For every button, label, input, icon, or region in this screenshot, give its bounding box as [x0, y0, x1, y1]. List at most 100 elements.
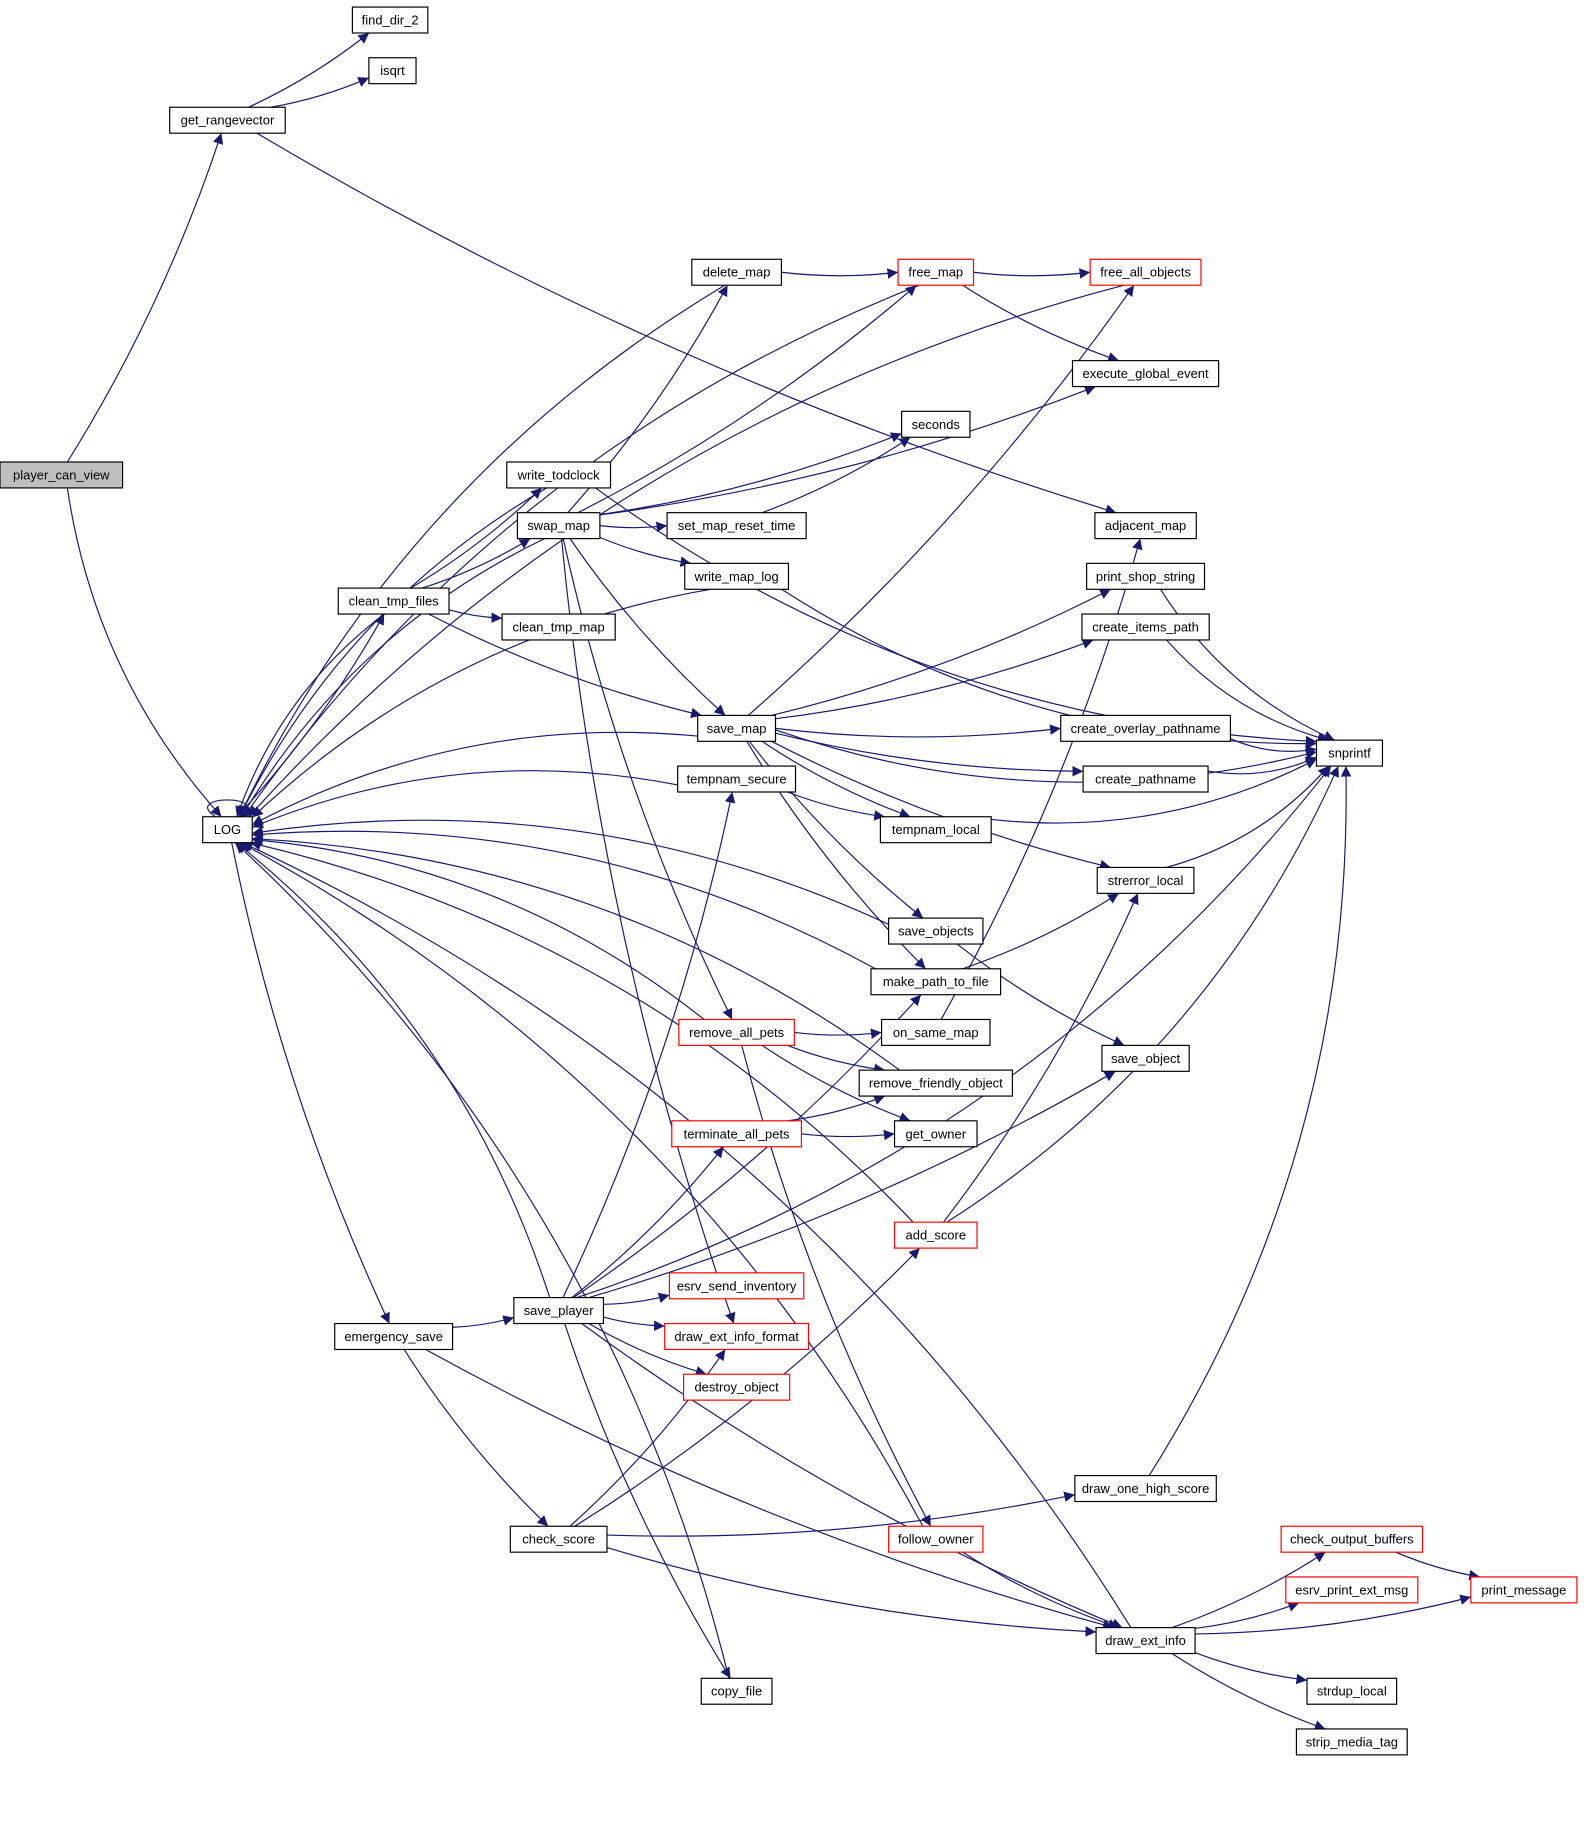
node-write_todclock[interactable]: write_todclock: [506, 461, 612, 489]
node-draw_one_high_score[interactable]: draw_one_high_score: [1074, 1474, 1217, 1503]
node-label: draw_ext_info_format: [674, 1329, 799, 1344]
node-box: [668, 1272, 805, 1300]
node-write_map_log[interactable]: write_map_log: [684, 562, 790, 590]
node-create_pathname[interactable]: create_pathname: [1082, 765, 1209, 793]
node-emergency_save[interactable]: emergency_save: [334, 1322, 454, 1351]
node-box: [1295, 1728, 1408, 1756]
node-label: get_owner: [906, 1126, 967, 1141]
node-add_score[interactable]: add_score: [893, 1221, 978, 1249]
node-box: [1101, 1044, 1190, 1072]
node-terminate_all_pets[interactable]: terminate_all_pets: [671, 1120, 803, 1148]
node-follow_owner[interactable]: follow_owner: [888, 1525, 984, 1553]
node-box: [870, 968, 1002, 996]
node-box: [1306, 1677, 1398, 1705]
node-on_same_map[interactable]: on_same_map: [880, 1018, 991, 1046]
node-remove_friendly_object[interactable]: remove_friendly_object: [858, 1069, 1013, 1097]
node-isqrt[interactable]: isqrt: [368, 57, 417, 85]
node-execute_global_event[interactable]: execute_global_event: [1071, 360, 1220, 388]
node-label: find_dir_2: [362, 13, 419, 28]
node-destroy_object[interactable]: destroy_object: [682, 1373, 791, 1401]
node-set_map_reset_time[interactable]: set_map_reset_time: [666, 512, 807, 540]
node-copy_file[interactable]: copy_file: [700, 1677, 773, 1705]
node-draw_ext_info[interactable]: draw_ext_info: [1095, 1627, 1196, 1655]
edge-remove_all_pets-to-follow_owner: [741, 1045, 932, 1527]
node-get_rangevector[interactable]: get_rangevector: [169, 106, 286, 134]
node-box: [1315, 739, 1384, 767]
node-box: [169, 106, 286, 134]
node-LOG[interactable]: LOG: [202, 816, 253, 844]
edge-terminate_all_pets-to-get_owner: [801, 1129, 895, 1141]
edge-LOG-to-clean_tmp_files: [236, 613, 385, 818]
node-clean_tmp_map[interactable]: clean_tmp_map: [501, 613, 616, 641]
node-seconds[interactable]: seconds: [901, 410, 971, 438]
edge-follow_owner-to-LOG: [240, 842, 924, 1527]
edge-draw_ext_info-to-strip_media_tag: [1171, 1653, 1326, 1731]
node-tempnam_secure[interactable]: tempnam_secure: [677, 765, 797, 793]
node-check_score[interactable]: check_score: [509, 1525, 608, 1553]
node-box: [888, 1525, 984, 1553]
node-esrv_print_ext_msg[interactable]: esrv_print_ext_msg: [1285, 1576, 1419, 1604]
edge-draw_one_high_score-to-snprintf: [1148, 766, 1352, 1476]
node-strdup_local[interactable]: strdup_local: [1306, 1677, 1398, 1705]
node-print_shop_string[interactable]: print_shop_string: [1086, 562, 1206, 590]
node-box: [671, 1120, 803, 1148]
node-save_objects[interactable]: save_objects: [888, 917, 984, 945]
node-adjacent_map[interactable]: adjacent_map: [1094, 512, 1197, 540]
edge-remove_all_pets-to-on_same_map: [794, 1028, 882, 1039]
node-make_path_to_file[interactable]: make_path_to_file: [870, 968, 1002, 996]
nodes-layer: player_can_view get_rangevector find_dir_2…: [0, 6, 1578, 1756]
node-label: check_output_buffers: [1290, 1532, 1414, 1547]
node-get_owner[interactable]: get_owner: [893, 1120, 978, 1148]
edge-create_items_path-to-snprintf: [1166, 639, 1329, 743]
node-label: check_score: [522, 1532, 595, 1547]
node-check_output_buffers[interactable]: check_output_buffers: [1280, 1525, 1424, 1553]
edge-swap_map-to-LOG: [241, 538, 545, 818]
edge-remove_all_pets-to-LOG: [252, 835, 705, 1020]
edge-swap_map-to-free_map: [577, 284, 917, 514]
node-save_player[interactable]: save_player: [513, 1297, 605, 1325]
node-free_map[interactable]: free_map: [897, 258, 975, 286]
node-strip_media_tag[interactable]: strip_media_tag: [1295, 1728, 1408, 1756]
node-save_object[interactable]: save_object: [1101, 1044, 1190, 1072]
edge-save_player-to-copy_file: [564, 1323, 732, 1679]
edge-save_objects-to-save_object: [956, 943, 1125, 1046]
node-box: [1082, 765, 1209, 793]
node-swap_map[interactable]: swap_map: [516, 512, 601, 540]
edge-delete_map-to-free_map: [781, 268, 899, 279]
node-label: snprintf: [1328, 746, 1371, 761]
node-find_dir_2[interactable]: find_dir_2: [351, 6, 429, 34]
node-box: [1071, 360, 1220, 388]
node-label: emergency_save: [344, 1329, 443, 1344]
node-label: free_all_objects: [1100, 265, 1191, 280]
node-draw_ext_info_format[interactable]: draw_ext_info_format: [664, 1322, 810, 1351]
edge-LOG-to-emergency_save: [231, 842, 390, 1324]
edge-save_map-to-create_items_path: [775, 638, 1094, 720]
node-print_message[interactable]: print_message: [1470, 1576, 1578, 1604]
node-snprintf[interactable]: snprintf: [1315, 739, 1384, 767]
node-remove_all_pets[interactable]: remove_all_pets: [678, 1018, 795, 1046]
node-player_can_view[interactable]: player_can_view: [0, 461, 124, 489]
edge-swap_map-to-seconds: [599, 432, 902, 516]
node-tempnam_local[interactable]: tempnam_local: [879, 816, 992, 844]
node-label: draw_ext_info: [1105, 1633, 1186, 1648]
node-esrv_send_inventory[interactable]: esrv_send_inventory: [668, 1272, 805, 1300]
node-strerror_local[interactable]: strerror_local: [1096, 866, 1195, 894]
node-clean_tmp_files[interactable]: clean_tmp_files: [337, 587, 450, 615]
node-label: swap_map: [527, 518, 590, 533]
node-free_all_objects[interactable]: free_all_objects: [1089, 258, 1202, 286]
node-create_overlay_pathname[interactable]: create_overlay_pathname: [1060, 714, 1232, 742]
node-box: [506, 461, 612, 489]
edge-draw_ext_info-to-print_message: [1195, 1594, 1472, 1635]
node-label: get_rangevector: [181, 113, 275, 128]
node-label: save_player: [524, 1303, 595, 1318]
edge-free_map-to-execute_global_event: [962, 284, 1119, 363]
node-label: set_map_reset_time: [678, 518, 795, 533]
edge-save_map-to-strerror_local: [771, 740, 1111, 871]
node-label: adjacent_map: [1105, 518, 1186, 533]
node-save_map[interactable]: save_map: [697, 714, 777, 742]
node-create_items_path[interactable]: create_items_path: [1081, 613, 1210, 641]
node-box: [858, 1069, 1013, 1097]
node-delete_map[interactable]: delete_map: [691, 258, 782, 286]
edge-save_player-to-draw_ext_info: [581, 1323, 1123, 1629]
edge-tempnam_secure-to-LOG: [251, 770, 678, 829]
